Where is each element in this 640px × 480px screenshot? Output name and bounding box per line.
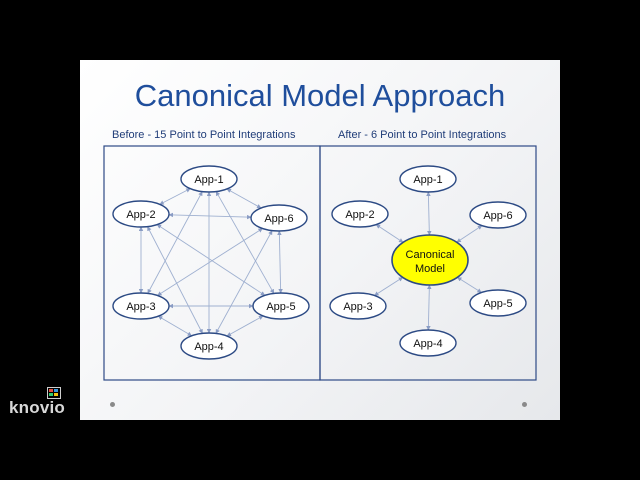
after-node-app3: App-3 [329, 292, 387, 320]
after-node-app5: App-5 [469, 289, 527, 317]
after-edges [374, 191, 483, 331]
canonical-model-label-2: Model [415, 263, 445, 275]
before-link-app5-app4 [226, 315, 264, 337]
before-node-app3-label: App-3 [126, 301, 155, 313]
after-link-app6-canonical [456, 225, 483, 243]
after-node-app6: App-6 [469, 201, 527, 229]
before-link-app2-app6 [168, 212, 252, 220]
after-node-app2-label: App-2 [345, 209, 374, 221]
before-node-app6: App-6 [250, 204, 308, 232]
before-node-app4-label: App-4 [194, 341, 223, 353]
before-node-app5-label: App-5 [266, 301, 295, 313]
after-link-app5-canonical [457, 276, 482, 293]
canonical-model-label-1: Canonical [406, 249, 455, 261]
before-edges [138, 188, 283, 337]
after-node-app2-shape [331, 200, 389, 228]
slide-title: Canonical Model Approach [134, 78, 506, 113]
before-node-app1-shape [180, 165, 238, 193]
before-link-app2-app5 [156, 224, 266, 296]
after-node-app3-label: App-3 [343, 301, 372, 313]
before-node-app4-shape [180, 332, 238, 360]
before-caption: Before - 15 Point to Point Integrations [112, 129, 296, 141]
slide: Canonical Model Approach Before - 15 Poi… [80, 60, 560, 420]
after-frame [319, 145, 537, 381]
after-link-app3-canonical [374, 277, 404, 296]
after-caption: After - 6 Point to Point Integrations [338, 129, 507, 141]
after-link-app1-canonical [426, 191, 432, 236]
after-node-app3-shape [329, 292, 387, 320]
after-node-app1-shape [399, 165, 457, 193]
knovio-logo-icon [47, 387, 61, 399]
before-link-app1-app6 [226, 188, 262, 209]
knovio-logo-text: knovio [9, 398, 65, 417]
after-node-app4-label: App-4 [413, 338, 442, 350]
before-node-app1: App-1 [180, 165, 238, 193]
before-link-app6-app5 [277, 230, 283, 294]
after-node-app4: App-4 [399, 329, 457, 357]
before-node-app5-shape [252, 292, 310, 320]
before-node-app4: App-4 [180, 332, 238, 360]
canonical-model-shape [391, 234, 469, 286]
before-node-app6-shape [250, 204, 308, 232]
before-link-app1-app2 [159, 188, 191, 205]
before-node-app2-shape [112, 200, 170, 228]
after-link-app4-canonical [426, 284, 432, 331]
knovio-logo: knovio [9, 387, 73, 417]
before-node-app5: App-5 [252, 292, 310, 320]
after-node-app6-shape [469, 201, 527, 229]
before-link-app6-app4 [215, 230, 273, 334]
before-link-app6-app3 [157, 228, 263, 296]
before-node-app2-label: App-2 [126, 209, 155, 221]
after-node-app2: App-2 [331, 200, 389, 228]
before-node-app3: App-3 [112, 292, 170, 320]
before-node-app1-label: App-1 [194, 174, 223, 186]
after-node-app1-label: App-1 [413, 174, 442, 186]
after-node-app5-shape [469, 289, 527, 317]
nav-dot-left [110, 402, 115, 407]
after-node-app1: App-1 [399, 165, 457, 193]
before-node-app6-label: App-6 [264, 213, 293, 225]
after-node-app4-shape [399, 329, 457, 357]
before-node-app3-shape [112, 292, 170, 320]
after-link-app2-canonical [375, 224, 404, 243]
after-node-app6-label: App-6 [483, 210, 512, 222]
before-node-app2: App-2 [112, 200, 170, 228]
after-node-app5-label: App-5 [483, 298, 512, 310]
before-link-app3-app4 [157, 315, 193, 337]
nav-dot-right [522, 402, 527, 407]
